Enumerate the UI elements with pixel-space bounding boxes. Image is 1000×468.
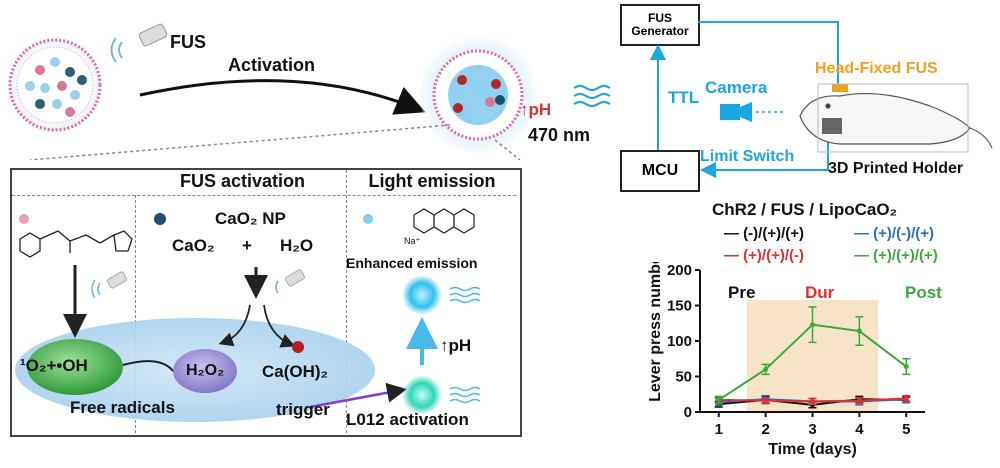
divider-2 — [346, 170, 347, 433]
phase-post: Post — [905, 283, 942, 302]
data-point — [856, 328, 862, 334]
legend-label-1: (-)/(+)/(+) — [743, 225, 804, 242]
h2o2-ellipse — [173, 349, 237, 393]
mcu-label: MCU — [641, 162, 679, 179]
head-fixed-fus-icon — [832, 84, 848, 92]
radicals-label: ¹O₂+•OH — [20, 356, 88, 375]
mechanism-drawing — [15, 208, 481, 422]
ph-label: ↑pH — [520, 100, 552, 119]
x-tick-label: 5 — [902, 421, 910, 438]
l012-activation-label: L012 activation — [346, 410, 469, 429]
activation-label: Activation — [228, 55, 316, 75]
legend-item-4: — (+)/(+)/(+) — [854, 247, 938, 264]
fus-small-icon-2 — [275, 269, 306, 294]
header-divider — [12, 195, 516, 196]
holder-icon — [822, 118, 842, 134]
legend-item-2: — (+)/(-)/(+) — [854, 225, 934, 242]
holder-label: 3D Printed Holder — [828, 160, 964, 177]
ph-up-label: ↑pH — [440, 336, 472, 355]
head-fixed-label: Head-Fixed FUS — [815, 60, 938, 77]
x-tick-label: 4 — [855, 421, 864, 438]
data-point — [856, 398, 862, 404]
y-tick-label: 200 — [667, 262, 692, 279]
fus-generator-label: FUS Generator — [631, 11, 689, 38]
emission-waves-icon — [573, 85, 611, 107]
caoh2-label: Ca(OH)₂ — [262, 362, 329, 381]
phase-pre: Pre — [728, 283, 756, 302]
chart-title: ChR2 / FUS / LipoCaO₂ — [712, 200, 898, 219]
activation-arrow — [139, 79, 426, 115]
ttl-label: TTL — [668, 88, 700, 107]
fus-small-icon-1 — [91, 271, 128, 299]
x-tick-label: 3 — [808, 421, 816, 438]
data-point — [903, 364, 909, 370]
limit-switch-label: Limit Switch — [700, 148, 795, 165]
y-tick-label: 50 — [675, 369, 692, 386]
x-tick-label: 1 — [715, 421, 723, 438]
activation-scheme — [8, 23, 611, 160]
dye-marker-icon — [19, 214, 29, 224]
y-tick-label: 150 — [667, 298, 692, 315]
liposome-left — [8, 38, 102, 132]
legend-item-1: — (-)/(+)/(+) — [724, 225, 804, 242]
fus-label: FUS — [170, 32, 206, 52]
light-emission-title: Light emission — [368, 171, 496, 191]
h2o2-label: H₂O₂ — [186, 362, 225, 379]
legend-label-3: (+)/(+)/(-) — [743, 247, 804, 264]
legend-label-2: (+)/(-)/(+) — [873, 225, 934, 242]
phase-dur: Dur — [805, 283, 835, 302]
cao2-np-icon — [154, 213, 166, 225]
wavelength-label: 470 nm — [528, 125, 591, 145]
y-axis-label: Lever press numbers — [647, 262, 664, 402]
na-label: Na⁺ — [404, 236, 421, 246]
legend: — (-)/(+)/(+) — (+)/(-)/(+) — (+)/(+)/(-… — [724, 225, 1000, 269]
divider-1 — [135, 195, 136, 433]
camera-icon — [720, 102, 752, 122]
enhanced-emission-label: Enhanced emission — [346, 255, 478, 271]
data-point — [810, 398, 815, 404]
legend-item-3: — (+)/(+)/(-) — [724, 247, 804, 264]
mouse-icon — [799, 92, 993, 149]
data-point — [903, 396, 909, 402]
y-tick-label: 100 — [667, 333, 692, 350]
x-tick-label: 2 — [761, 421, 769, 438]
setup-drawing — [650, 21, 993, 178]
y-tick-label: 0 — [684, 404, 692, 421]
caoh2-icon — [292, 341, 304, 353]
l012-glow-icon — [402, 375, 442, 415]
l012-marker-icon — [363, 214, 373, 224]
mcu-box: MCU — [620, 150, 700, 192]
data-point — [763, 398, 769, 404]
camera-label: Camera — [705, 78, 768, 97]
radicals-ellipse — [27, 339, 123, 395]
liposome-activated — [420, 37, 536, 153]
data-point — [810, 322, 815, 328]
data-point — [716, 397, 722, 403]
fus-transducer-icon — [110, 23, 168, 63]
fus-activation-title: FUS activation — [179, 171, 306, 191]
legend-label-4: (+)/(+)/(+) — [873, 247, 938, 264]
x-axis-label: Time (days) — [768, 441, 857, 458]
data-point — [763, 366, 769, 372]
emission-glow-icon — [402, 275, 442, 315]
cao2-np-label: CaO₂ NP — [215, 209, 286, 228]
reaction-left: CaO₂ — [172, 236, 215, 255]
reaction-right: H₂O — [280, 236, 314, 255]
ir780-structure-icon — [19, 230, 133, 258]
free-radicals-label: Free radicals — [70, 398, 175, 417]
trigger-label: trigger — [276, 400, 330, 419]
l012-structure-icon — [413, 208, 475, 234]
reaction-plus: + — [242, 236, 252, 255]
